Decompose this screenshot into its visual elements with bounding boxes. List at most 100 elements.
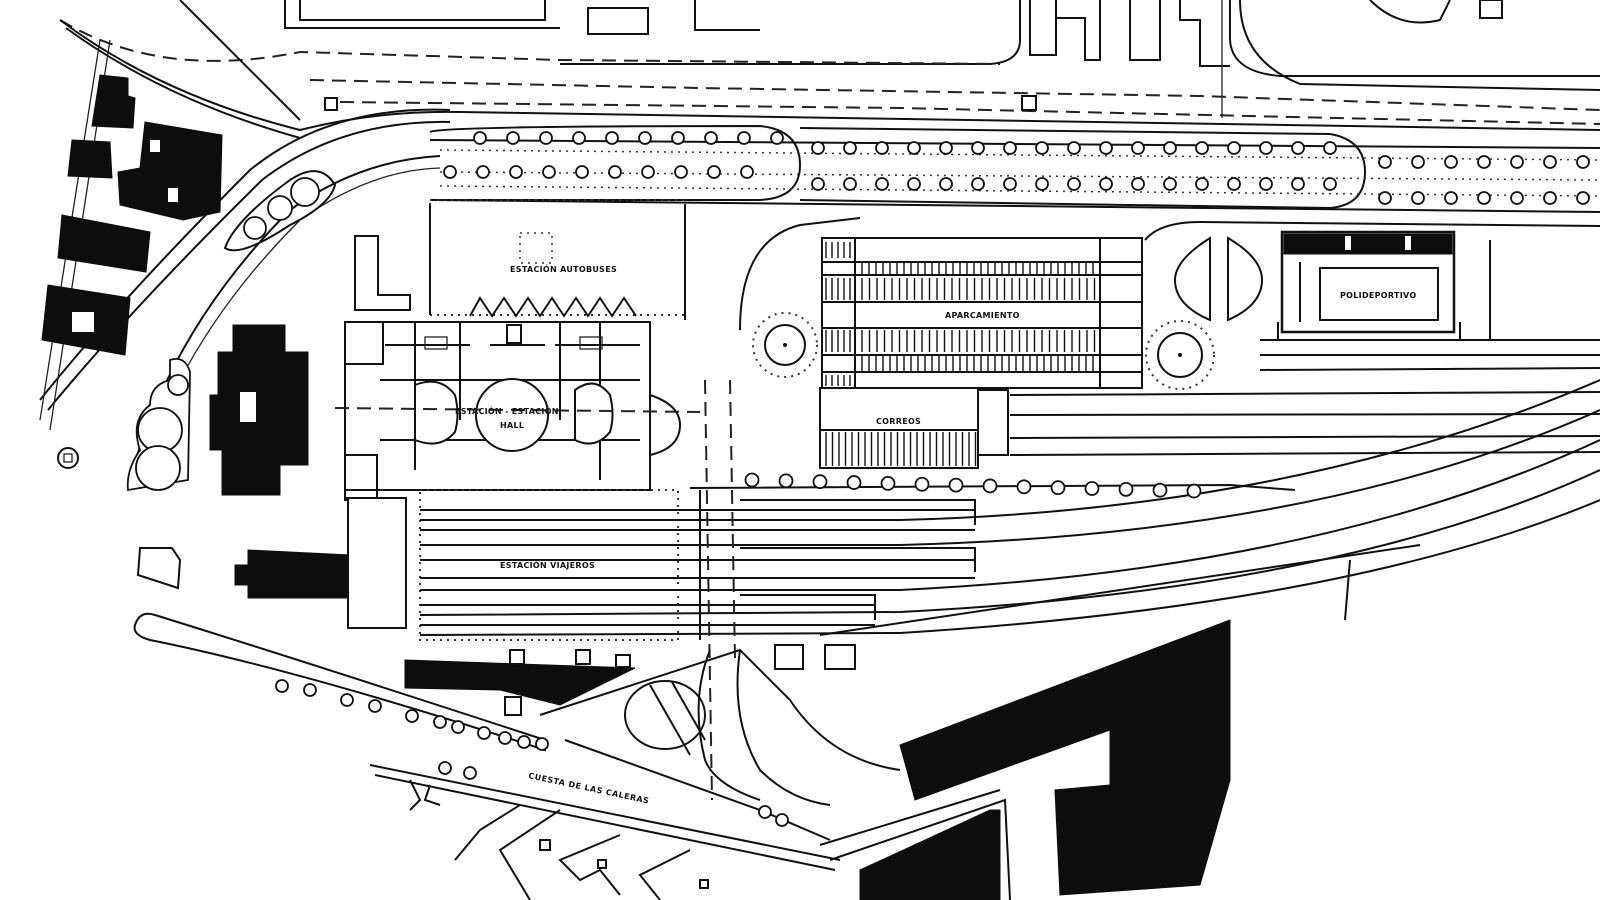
tree-icon xyxy=(948,477,964,493)
tree-icon xyxy=(1227,177,1241,191)
tree-icon xyxy=(982,478,998,494)
tree-icon xyxy=(1195,177,1209,191)
tree-icon xyxy=(1067,141,1081,155)
tree-icon xyxy=(1131,177,1145,191)
rail-tracks-east xyxy=(419,339,1600,801)
tree-icon xyxy=(843,141,857,155)
tree-icon xyxy=(1084,481,1100,496)
tree-icon xyxy=(1477,155,1491,169)
tree-icon xyxy=(737,131,751,145)
south-tree-row xyxy=(275,679,789,827)
label-hall-line1: ESTACIÓN - ESTACIÓN xyxy=(455,405,559,416)
tree-icon xyxy=(1444,155,1458,169)
tree-icon xyxy=(476,165,490,179)
tree-icon xyxy=(542,165,556,179)
tree-icon xyxy=(1152,482,1168,498)
tree-icon xyxy=(1576,155,1590,169)
tree-icon xyxy=(907,141,921,155)
tree-icon xyxy=(1477,191,1491,205)
label-parking: APARCAMIENTO xyxy=(945,311,1020,320)
tree-icon xyxy=(498,731,512,745)
southern-area: CUESTA DE LAS CALERAS xyxy=(133,612,1231,900)
tree-icon xyxy=(1411,155,1425,169)
tree-icon xyxy=(939,177,953,191)
tree-icon xyxy=(740,165,754,179)
tree-icon xyxy=(1131,141,1145,155)
bus-station: ESTACIÓN AUTOBUSES xyxy=(354,199,686,320)
tree-icon xyxy=(812,474,828,490)
tree-icon xyxy=(1067,177,1081,191)
tree-icon xyxy=(778,473,794,489)
tree-icon xyxy=(1227,141,1241,155)
roundabouts xyxy=(739,217,1600,390)
left-tree-clump xyxy=(126,357,191,492)
passenger-platforms: ESTACIÓN VIAJEROS xyxy=(347,489,976,641)
tree-icon xyxy=(1378,155,1392,169)
parking-lot: APARCAMIENTO xyxy=(821,237,1143,389)
tree-icon xyxy=(1411,191,1425,205)
tree-icon xyxy=(1195,141,1209,155)
tree-icon xyxy=(1003,177,1017,191)
tree-icon xyxy=(1291,177,1305,191)
label-bus-station: ESTACIÓN AUTOBUSES xyxy=(510,263,617,274)
tree-icon xyxy=(433,715,447,729)
tree-icon xyxy=(971,177,985,191)
tree-icon xyxy=(811,177,825,191)
left-buildings xyxy=(41,74,351,599)
tree-icon xyxy=(880,475,896,491)
tree-icon xyxy=(1118,481,1134,497)
tree-icon xyxy=(1099,177,1113,191)
tree-icon xyxy=(707,165,721,179)
tree-row-top xyxy=(473,131,1590,169)
tree-icon xyxy=(438,761,452,775)
tree-icon xyxy=(575,165,589,179)
tree-icon xyxy=(1259,141,1273,155)
tree-icon xyxy=(971,141,985,155)
tree-icon xyxy=(517,735,531,749)
tree-icon xyxy=(535,737,549,751)
tree-icon xyxy=(608,165,622,179)
tree-icon xyxy=(506,131,520,145)
tree-icon xyxy=(303,683,317,697)
post-office: CORREOS xyxy=(819,387,1009,469)
tree-icon xyxy=(1259,177,1273,191)
tree-icon xyxy=(1510,191,1524,205)
boulevard-tree-rows xyxy=(429,124,1600,210)
tree-icon xyxy=(463,766,477,780)
tree-icon xyxy=(1016,479,1032,495)
tree-icon xyxy=(1510,155,1524,169)
label-passenger-station: ESTACIÓN VIAJEROS xyxy=(500,559,595,570)
tree-icon xyxy=(641,165,655,179)
label-sports-center: POLIDEPORTIVO xyxy=(1340,291,1417,300)
tree-icon xyxy=(875,177,889,191)
tree-icon xyxy=(674,165,688,179)
tree-icon xyxy=(539,131,553,145)
tree-icon xyxy=(405,709,419,723)
tree-icon xyxy=(1050,480,1066,496)
tree-icon xyxy=(275,679,289,693)
tree-icon xyxy=(473,131,487,145)
tree-icon xyxy=(875,141,889,155)
label-post-office: CORREOS xyxy=(876,417,921,426)
tree-icon xyxy=(1003,141,1017,155)
tree-island xyxy=(223,170,337,252)
tree-icon xyxy=(1378,191,1392,205)
tree-icon xyxy=(1323,141,1337,155)
platform-tree-row xyxy=(744,472,1202,499)
tree-icon xyxy=(1099,141,1113,155)
tree-row-bottom xyxy=(443,165,1590,205)
tree-icon xyxy=(1035,177,1049,191)
tree-icon xyxy=(1291,141,1305,155)
tree-icon xyxy=(572,131,586,145)
tree-icon xyxy=(1543,155,1557,169)
road-centerlines xyxy=(59,19,1600,125)
tree-icon xyxy=(509,165,523,179)
tree-icon xyxy=(1576,191,1590,205)
tree-icon xyxy=(775,813,789,827)
tree-icon xyxy=(843,177,857,191)
tree-icon xyxy=(939,141,953,155)
tree-icon xyxy=(340,693,354,707)
tree-icon xyxy=(605,131,619,145)
tree-icon xyxy=(368,699,382,713)
